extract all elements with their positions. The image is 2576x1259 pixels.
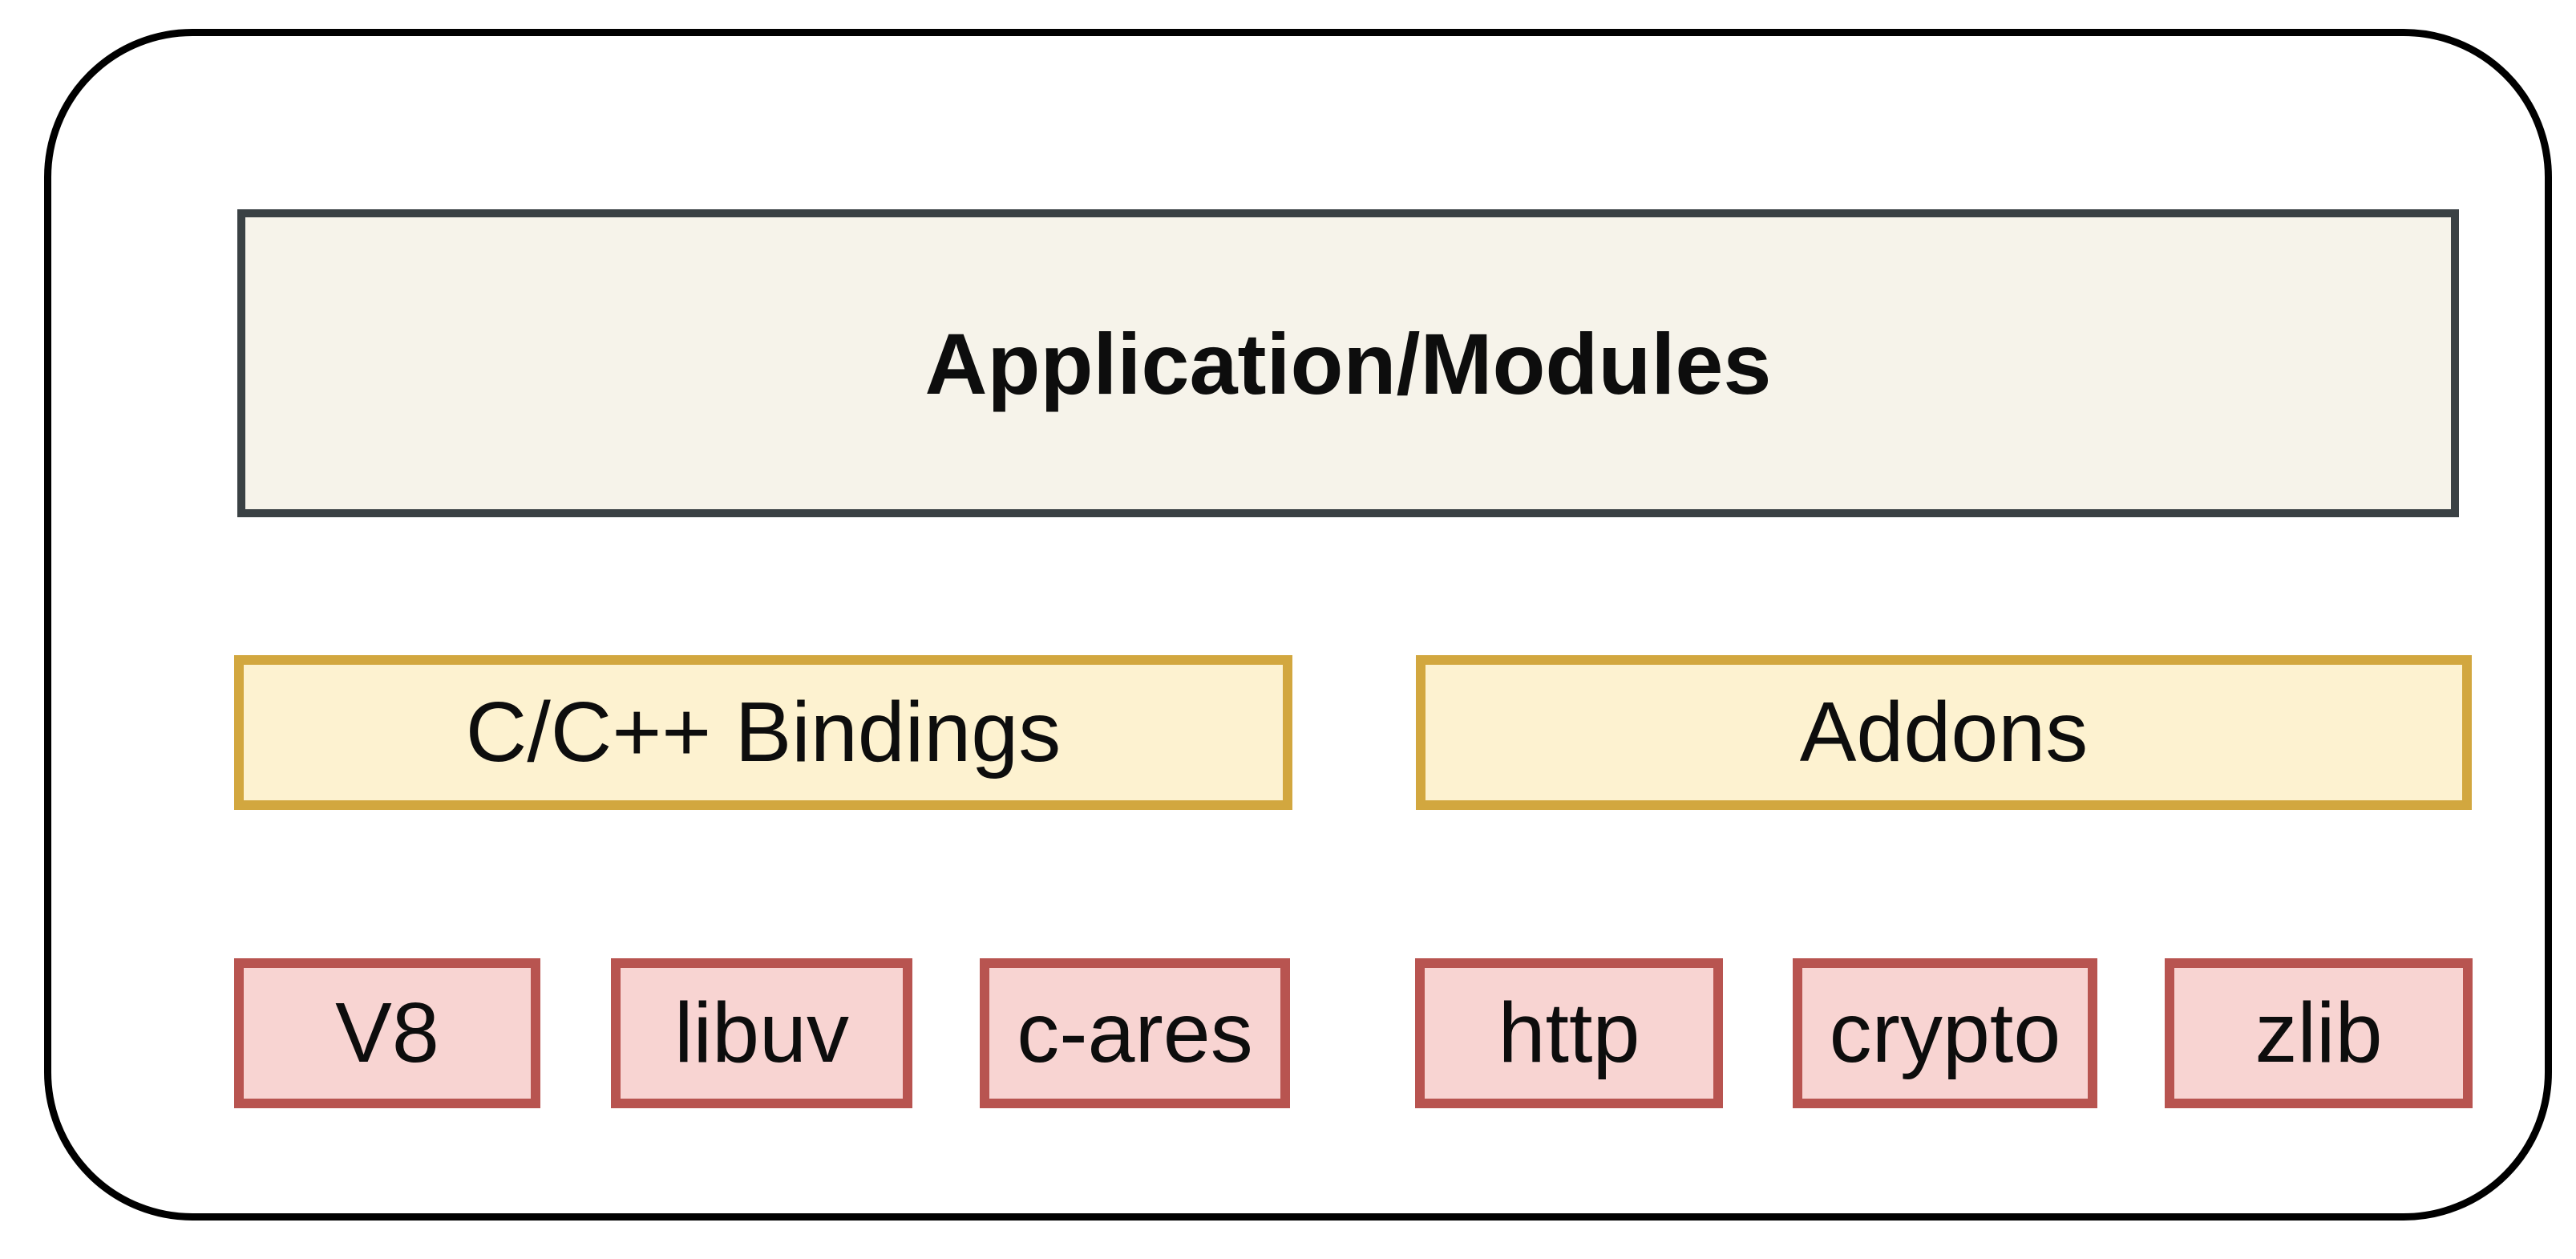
c-ares-label: c-ares bbox=[1017, 986, 1253, 1080]
crypto-label: crypto bbox=[1829, 986, 2061, 1080]
libuv-box: libuv bbox=[611, 958, 912, 1108]
cpp-bindings-box: C/C++ Bindings bbox=[234, 655, 1292, 810]
c-ares-box: c-ares bbox=[980, 958, 1290, 1108]
outer-rounded-frame: Application/Modules C/C++ Bindings Addon… bbox=[44, 29, 2552, 1221]
application-modules-box: Application/Modules bbox=[237, 209, 2459, 517]
http-box: http bbox=[1415, 958, 1723, 1108]
v8-label: V8 bbox=[335, 986, 439, 1080]
addons-label: Addons bbox=[1799, 685, 2089, 779]
http-label: http bbox=[1498, 986, 1640, 1080]
zlib-box: zlib bbox=[2165, 958, 2473, 1108]
libuv-label: libuv bbox=[673, 986, 849, 1080]
crypto-box: crypto bbox=[1793, 958, 2097, 1108]
v8-box: V8 bbox=[234, 958, 540, 1108]
addons-box: Addons bbox=[1416, 655, 2472, 810]
application-modules-label: Application/Modules bbox=[924, 314, 1772, 412]
zlib-label: zlib bbox=[2255, 986, 2383, 1080]
cpp-bindings-label: C/C++ Bindings bbox=[465, 685, 1062, 779]
